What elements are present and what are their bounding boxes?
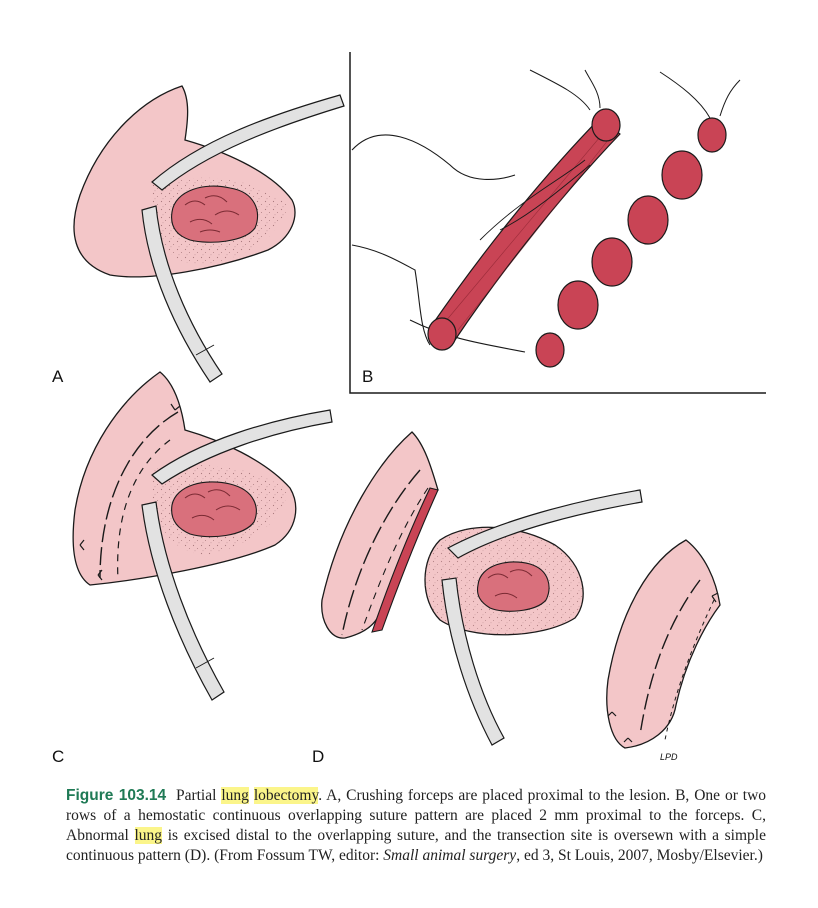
caption-seg-4: is excised distal to the overlapping sut…	[66, 827, 766, 864]
lesion-a	[171, 185, 259, 243]
highlight-lung-2: lung	[134, 827, 163, 844]
highlight-lobectomy: lobectomy	[253, 787, 319, 804]
forceps-jaw-upper-a	[151, 94, 345, 191]
forceps-jaw-upper-c	[151, 409, 333, 485]
panel-b	[349, 52, 766, 394]
caption-book-title: Small animal surgery	[383, 847, 517, 864]
suture-row-c-inner	[117, 439, 171, 581]
figure-number: Figure 103.14	[66, 787, 167, 804]
panel-a	[73, 85, 345, 383]
artist-signature: LPD	[660, 752, 678, 762]
panel-d	[321, 431, 721, 749]
panel-label-d: D	[312, 747, 324, 766]
forceps-jaw-lower-d	[441, 577, 505, 746]
remaining-lung-d	[321, 431, 439, 639]
highlight-lung-1: lung	[221, 787, 249, 804]
panel-label-a: A	[52, 367, 64, 386]
caption-seg-3: . A, Crushing forceps are placed proxima…	[66, 787, 767, 844]
panel-b-frame	[349, 52, 766, 394]
surgical-illustration: A B	[52, 52, 766, 766]
forceps-jaw-upper-d	[447, 489, 643, 559]
lesion-d	[476, 561, 550, 612]
caption-seg-5: , ed 3, St Louis, 2007, Mosby/Elsevier.)	[516, 847, 763, 864]
lesion-c	[171, 481, 257, 538]
panel-label-b: B	[362, 367, 373, 386]
figure-caption: Figure 103.14 Partial lung lobectomy. A,…	[66, 786, 766, 866]
forceps-jaw-lower-a	[141, 205, 223, 383]
suture-row-b2	[535, 117, 727, 368]
transection-surface-d	[371, 487, 439, 633]
panel-label-c: C	[52, 747, 64, 766]
illustration-svg: A B	[52, 52, 766, 766]
forceps-jaw-lower-c	[141, 501, 225, 701]
suture-row-c-outer	[99, 411, 179, 579]
caption-seg-1: Partial	[175, 787, 222, 804]
panel-c	[72, 371, 333, 701]
suture-row-b1	[431, 117, 621, 341]
